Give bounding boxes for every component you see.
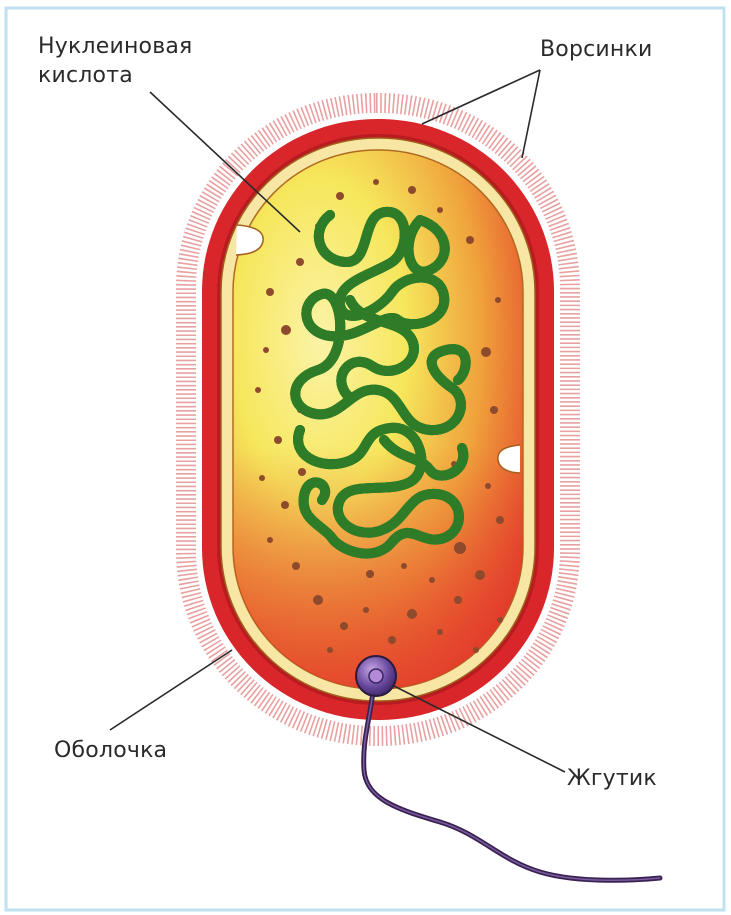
- label-nucleic-acid-line1: Нуклеиновая: [38, 32, 192, 61]
- label-villi: Ворсинки: [540, 35, 652, 64]
- cytoplasm-shade: [233, 150, 523, 689]
- leader-villi-right: [522, 70, 540, 158]
- leader-villi-left: [422, 70, 540, 124]
- label-nucleic-acid: Нуклеиновая кислота: [38, 32, 192, 90]
- label-nucleic-acid-line2: кислота: [38, 61, 192, 90]
- label-shell: Оболочка: [54, 736, 167, 765]
- label-flagellum: Жгутик: [567, 764, 657, 793]
- leader-shell: [110, 650, 232, 730]
- basal-body-core: [369, 669, 383, 683]
